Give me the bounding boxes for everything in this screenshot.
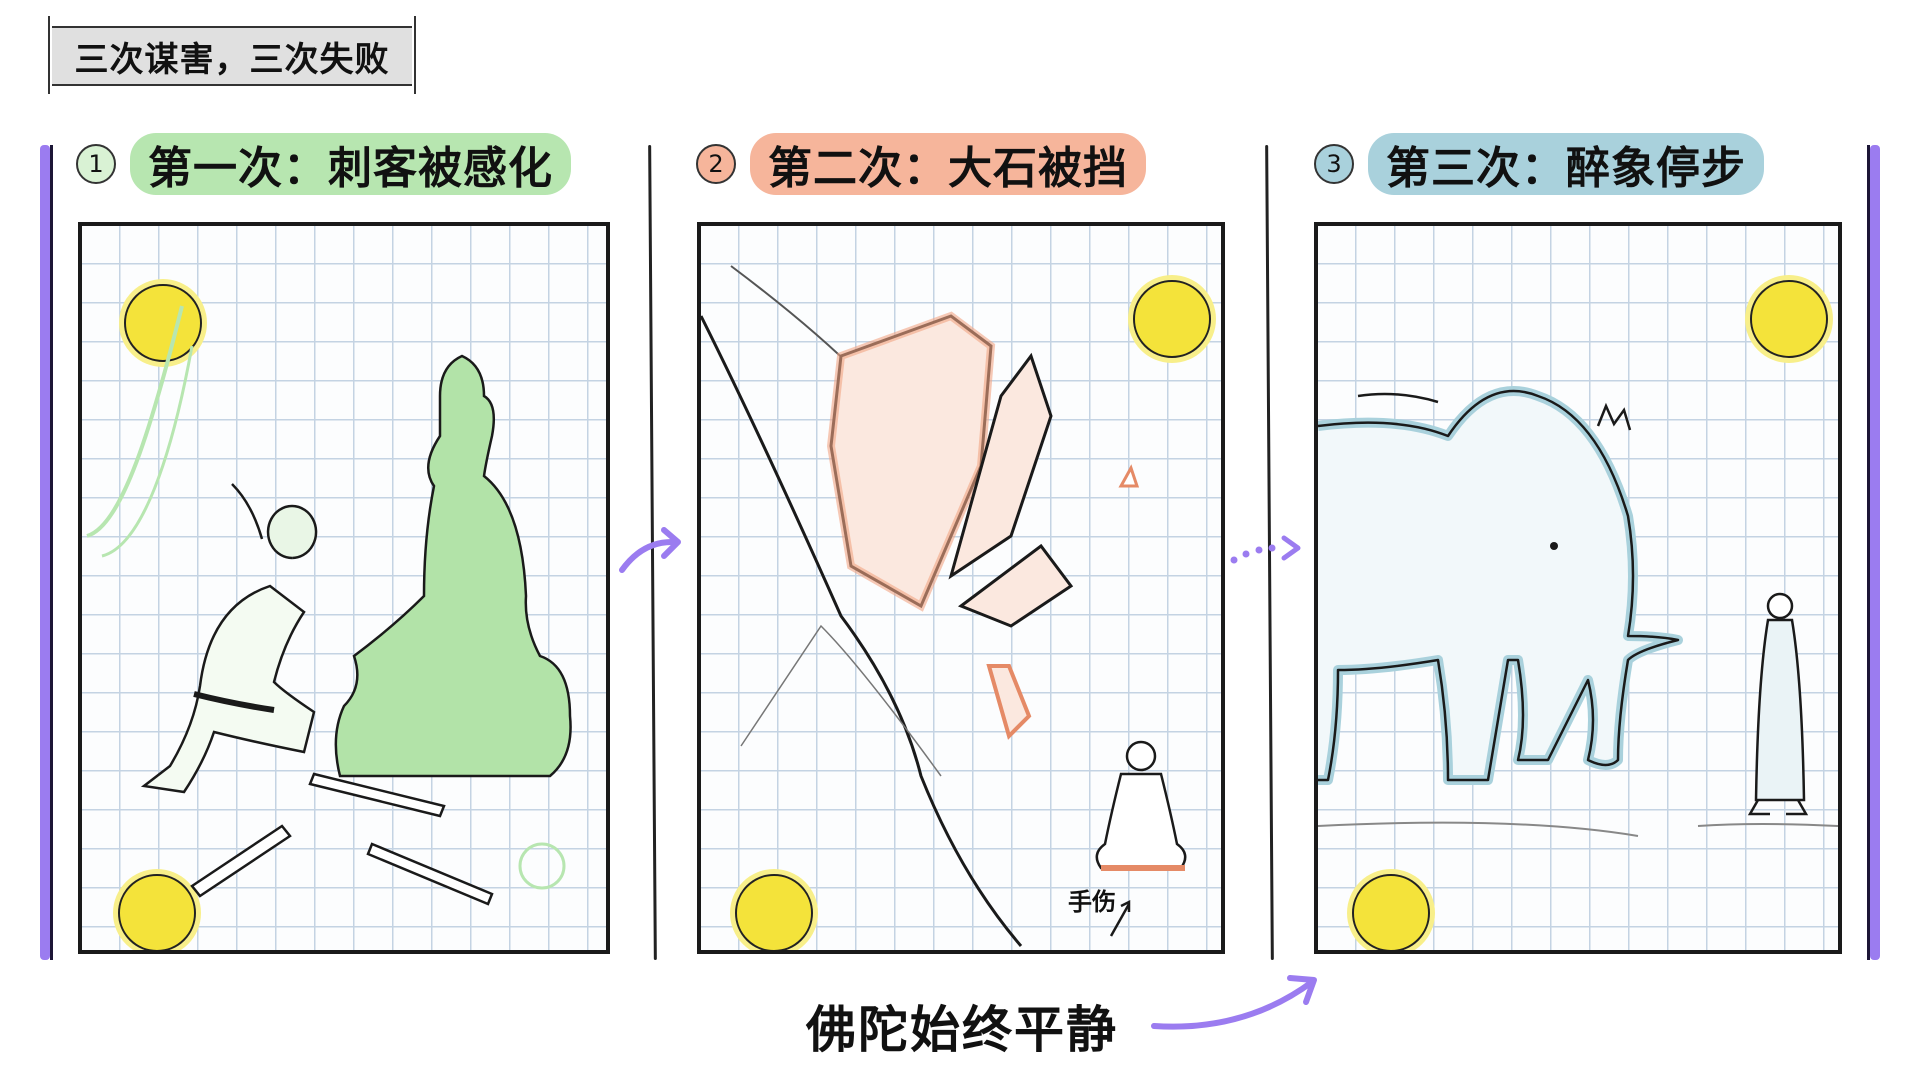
- next-arrow-icon: [619, 527, 681, 573]
- serene-face-icon: [1133, 280, 1211, 358]
- step-number-badge: 3: [1314, 144, 1354, 184]
- page-title: 三次谋害，三次失败: [74, 39, 390, 80]
- left-accent-edge: [50, 145, 53, 960]
- step-number-badge: 1: [76, 144, 116, 184]
- panel-3-scene: [1314, 222, 1842, 954]
- serene-face-icon: [735, 874, 813, 950]
- title-tick-left: [48, 16, 50, 94]
- left-accent-bar: [40, 145, 50, 960]
- caption-arrow-icon: [1151, 975, 1317, 1030]
- title-box: 三次谋害，三次失败: [52, 26, 412, 86]
- bottom-caption: 佛陀始终平静: [806, 1001, 1118, 1059]
- step-number: 3: [1326, 150, 1342, 178]
- panel-1-heading: 第一次：刺客被感化: [130, 133, 571, 195]
- panel-3-header: 3 第三次：醉象停步: [1314, 133, 1764, 195]
- injury-annotation: 手伤: [1068, 888, 1116, 916]
- step-number-badge: 2: [696, 144, 736, 184]
- serene-face-icon: [124, 284, 202, 362]
- right-accent-bar: [1870, 145, 1880, 960]
- next-dotted-arrow-icon: [1230, 535, 1301, 564]
- serene-face-icon: [118, 874, 196, 950]
- panel-2-scene: 手伤: [697, 222, 1225, 954]
- panel-2-heading: 第二次：大石被挡: [750, 133, 1146, 195]
- serene-face-icon: [1352, 874, 1430, 950]
- step-number: 1: [88, 150, 104, 178]
- elephant-and-monk-illustration: [1318, 386, 1838, 837]
- right-accent-edge: [1867, 145, 1870, 960]
- panel-1-header: 1 第一次：刺客被感化: [76, 133, 571, 195]
- panel-1-scene: [78, 222, 610, 954]
- panel-2-header: 2 第二次：大石被挡: [696, 133, 1146, 195]
- title-tick-right: [414, 16, 416, 94]
- serene-face-icon: [1750, 280, 1828, 358]
- step-number: 2: [708, 150, 724, 178]
- panel-3-heading: 第三次：醉象停步: [1368, 133, 1764, 195]
- falling-boulder-illustration: [701, 265, 1187, 947]
- kneeling-assassin-illustration: [86, 305, 572, 906]
